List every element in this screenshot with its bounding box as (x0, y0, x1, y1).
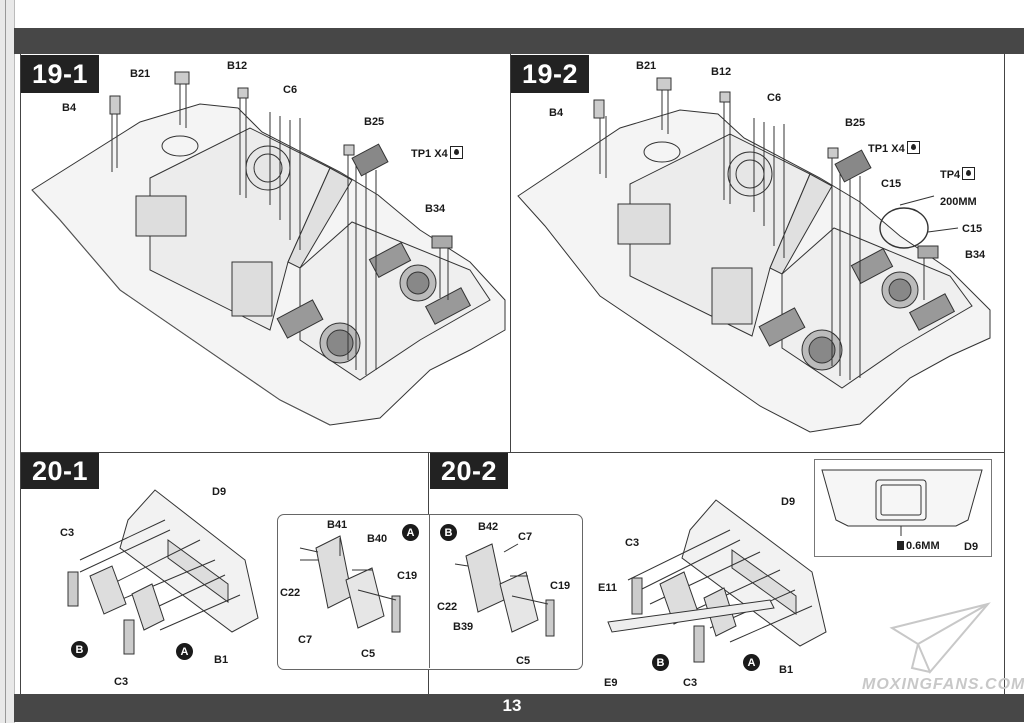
label-c19: C19 (550, 580, 571, 592)
label-b25: B25 (364, 116, 385, 128)
paper-plane-logo (889, 602, 991, 674)
label-b39: B39 (453, 621, 474, 633)
subassembly-divider (429, 514, 430, 668)
label-c22: C22 (280, 587, 301, 599)
label-c7: C7 (298, 634, 313, 646)
label-c3-bottom: C3 (114, 676, 129, 688)
subassembly-b-diagram (454, 543, 555, 637)
label-c7: C7 (518, 531, 533, 543)
mm-indicator-icon (897, 541, 904, 550)
step-number-20-2: 20-2 (430, 453, 508, 489)
label-b42: B42 (478, 521, 499, 533)
subassembly-marker-b: B (440, 524, 457, 541)
label-c3-top: C3 (625, 537, 640, 549)
top-bar (14, 28, 1024, 54)
watermark-text: MOXINGFANS.COM (862, 676, 1024, 693)
step-number-19-2: 19-2 (511, 55, 589, 93)
binding-edge (0, 0, 15, 723)
label-b4: B4 (62, 102, 77, 114)
glue-drop-icon (449, 146, 463, 159)
marker-a: A (176, 643, 193, 660)
label-c3-bottom: C3 (683, 677, 698, 689)
label-b25: B25 (845, 117, 866, 129)
label-d9: D9 (781, 496, 796, 508)
label-200mm: 200MM (940, 196, 977, 208)
label-d9: D9 (212, 486, 227, 498)
label-b12: B12 (227, 60, 248, 72)
step-number-20-1: 20-1 (21, 453, 99, 489)
label-c5: C5 (361, 648, 376, 660)
label-e9: E9 (604, 677, 618, 689)
bottom-bar (14, 694, 1024, 722)
label-b21: B21 (130, 68, 151, 80)
label-b40: B40 (367, 533, 388, 545)
marker-b: B (71, 641, 88, 658)
label-tp4: TP4 (940, 167, 976, 181)
label-b41: B41 (327, 519, 348, 531)
label-c5: C5 (516, 655, 531, 667)
divider-middle (20, 452, 1005, 453)
label-b1: B1 (779, 664, 794, 676)
glue-drop-icon (906, 141, 920, 154)
label-c15-bottom: C15 (962, 223, 983, 235)
subassembly-a-diagram (299, 535, 401, 633)
step-20-2-diagram (607, 499, 827, 663)
step-20-1-diagram (67, 489, 259, 655)
step-19-2-diagram (517, 77, 991, 433)
label-c3-top: C3 (60, 527, 75, 539)
label-0-6mm: 0.6MM (897, 540, 940, 552)
label-e11: E11 (598, 582, 617, 594)
marker-b: B (652, 654, 669, 671)
glue-drop-icon (962, 167, 976, 180)
label-b34: B34 (425, 203, 446, 215)
label-inset-d9: D9 (964, 541, 979, 553)
label-c6: C6 (767, 92, 782, 104)
label-b21: B21 (636, 60, 657, 72)
page-number: 13 (502, 696, 522, 715)
label-c6: C6 (283, 84, 298, 96)
label-b1: B1 (214, 654, 229, 666)
label-tp1: TP1 X4 (868, 141, 920, 155)
subassembly-marker-a: A (402, 524, 419, 541)
label-tp1: TP1 X4 (411, 146, 463, 160)
left-border (20, 54, 21, 694)
label-c15-top: C15 (881, 178, 902, 190)
step-number-19-1: 19-1 (21, 55, 99, 93)
label-b12: B12 (711, 66, 732, 78)
right-border (1004, 54, 1005, 694)
detail-inset-drawing (821, 469, 983, 536)
label-b34: B34 (965, 249, 986, 261)
label-c22: C22 (437, 601, 458, 613)
divider-upper (510, 54, 511, 452)
label-b4: B4 (549, 107, 564, 119)
marker-a: A (743, 654, 760, 671)
label-c19: C19 (397, 570, 418, 582)
step-19-1-diagram (31, 71, 506, 426)
